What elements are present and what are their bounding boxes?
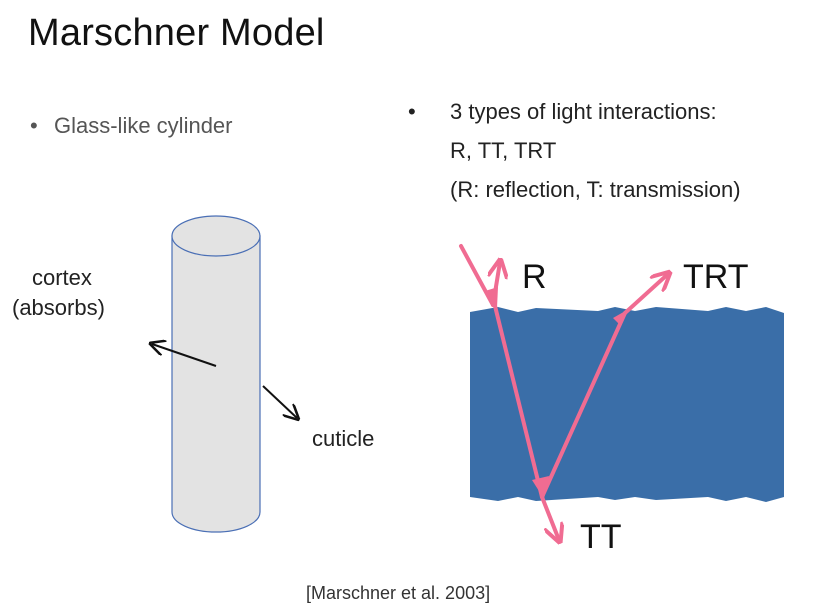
trt-label: TRT — [683, 258, 749, 296]
trt-entry-arrowhead — [613, 310, 627, 326]
bullet-marker: • — [408, 99, 416, 124]
right-bullet-line-2: R, TT, TRT — [450, 138, 557, 163]
cortex-label: cortex — [32, 265, 92, 290]
trt-ray — [623, 274, 668, 315]
tt-ray — [540, 495, 559, 540]
right-bullet-line-3: (R: reflection, T: transmission) — [450, 177, 741, 202]
transmission-ray-down — [493, 304, 544, 499]
left-bullet-text: Glass-like cylinder — [54, 113, 233, 138]
slide-title: Marschner Model — [28, 12, 325, 54]
bullet-marker: • — [30, 113, 38, 138]
ray-heads — [485, 287, 627, 499]
bottom-arrowhead — [532, 476, 549, 499]
internal-reflection-ray — [540, 311, 627, 499]
light-rays — [459, 244, 668, 540]
cylinder-body — [171, 235, 261, 533]
tt-label: TT — [580, 518, 622, 556]
incident-arrowhead — [485, 287, 498, 308]
absorbs-label: (absorbs) — [12, 295, 105, 320]
r-label: R — [522, 258, 547, 296]
incident-ray — [459, 244, 495, 307]
right-bullet-line-1: 3 types of light interactions: — [450, 99, 717, 124]
hair-fiber — [470, 307, 784, 502]
cuticle-label: cuticle — [312, 426, 375, 451]
right-bullet: • 3 types of light interactions: R, TT, … — [408, 92, 741, 209]
cortex-arrow — [152, 344, 217, 367]
citation: [Marschner et al. 2003] — [306, 583, 491, 603]
cuticle-arrow — [262, 385, 297, 418]
cylinder-top — [171, 215, 261, 257]
left-bullet: • Glass-like cylinder — [30, 113, 233, 139]
cylinder — [171, 215, 261, 533]
